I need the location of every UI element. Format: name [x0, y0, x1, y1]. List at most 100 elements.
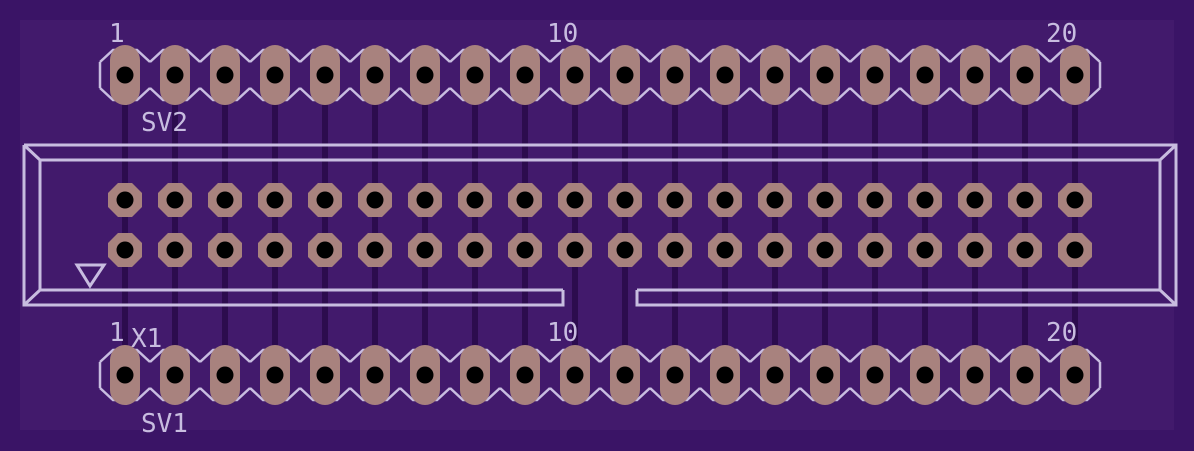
drill-hole: [516, 191, 534, 209]
drill-hole: [866, 366, 884, 384]
drill-hole: [716, 241, 734, 259]
connector-outer-box-left: [22, 145, 565, 307]
drill-hole: [966, 241, 984, 259]
connector-corner-bl: [22, 288, 42, 307]
drill-hole: [666, 66, 684, 84]
drill-hole: [616, 366, 634, 384]
drill-hole: [316, 241, 334, 259]
drill-hole: [816, 366, 834, 384]
drill-hole: [866, 191, 884, 209]
drill-hole: [466, 66, 484, 84]
drill-hole: [716, 366, 734, 384]
drill-hole: [1016, 241, 1034, 259]
pin1-marker-triangle-icon: [74, 263, 107, 289]
drill-hole: [566, 366, 584, 384]
drill-hole: [416, 241, 434, 259]
drill-hole: [1066, 366, 1084, 384]
pins: [98, 45, 1102, 405]
drill-hole: [466, 241, 484, 259]
drill-hole: [816, 191, 834, 209]
drill-hole: [816, 241, 834, 259]
board-fill: [20, 20, 1174, 430]
drill-hole: [716, 191, 734, 209]
drill-hole: [216, 66, 234, 84]
drill-hole: [116, 366, 134, 384]
drill-hole: [266, 191, 284, 209]
drill-hole: [266, 366, 284, 384]
drill-hole: [766, 191, 784, 209]
drill-hole: [116, 66, 134, 84]
drill-hole: [1066, 191, 1084, 209]
drill-hole: [616, 241, 634, 259]
drill-hole: [816, 66, 834, 84]
drill-hole: [216, 366, 234, 384]
drill-hole: [516, 241, 534, 259]
connector-corner-tl: [22, 143, 42, 162]
drill-hole: [166, 366, 184, 384]
drill-hole: [966, 366, 984, 384]
drill-hole: [916, 241, 934, 259]
drill-hole: [166, 191, 184, 209]
sv1-label-10: 10: [547, 318, 578, 348]
connector-outline: [22, 143, 1178, 307]
header-sv2-pads: [98, 45, 1102, 105]
header-sv1-pads: [98, 345, 1102, 405]
drill-hole: [766, 366, 784, 384]
drill-hole: [416, 366, 434, 384]
drill-hole: [666, 366, 684, 384]
connector-row-bottom: [108, 233, 1092, 267]
drill-hole: [366, 241, 384, 259]
drill-hole: [1016, 191, 1034, 209]
drill-hole: [616, 191, 634, 209]
drill-hole: [666, 191, 684, 209]
drill-hole: [416, 66, 434, 84]
drill-hole: [866, 66, 884, 84]
drill-hole: [466, 191, 484, 209]
drill-hole: [116, 191, 134, 209]
drill-hole: [766, 66, 784, 84]
drill-hole: [566, 66, 584, 84]
sv2-label-20: 20: [1046, 19, 1077, 49]
drill-hole: [166, 241, 184, 259]
drill-hole: [366, 66, 384, 84]
drill-hole: [316, 66, 334, 84]
drill-hole: [316, 366, 334, 384]
drill-hole: [666, 241, 684, 259]
drill-hole: [266, 241, 284, 259]
drill-hole: [1016, 66, 1034, 84]
sv1-name: SV1: [141, 409, 188, 439]
sv2-name: SV2: [141, 108, 188, 138]
silk-labels: 1 10 20 SV2 1 X1 10 20 SV1: [109, 19, 1077, 439]
drill-hole: [366, 191, 384, 209]
drill-hole: [716, 66, 734, 84]
sv2-label-1: 1: [109, 19, 125, 49]
drill-hole: [116, 241, 134, 259]
connector-inner-line: [40, 158, 1162, 292]
sv1-label-1: 1: [109, 318, 125, 348]
drill-hole: [216, 191, 234, 209]
drill-hole: [966, 191, 984, 209]
connector-corner-br: [1158, 288, 1178, 307]
drill-hole: [266, 66, 284, 84]
drill-hole: [516, 66, 534, 84]
drill-hole: [166, 66, 184, 84]
drill-hole: [1066, 66, 1084, 84]
drill-hole: [916, 66, 934, 84]
sv1-label-20: 20: [1046, 318, 1077, 348]
drill-hole: [616, 66, 634, 84]
drill-hole: [466, 366, 484, 384]
connector-corner-tr: [1158, 143, 1178, 162]
drill-hole: [866, 241, 884, 259]
drill-hole: [916, 191, 934, 209]
drill-hole: [216, 241, 234, 259]
drill-hole: [966, 66, 984, 84]
drill-hole: [516, 366, 534, 384]
drill-hole: [566, 241, 584, 259]
drill-hole: [316, 191, 334, 209]
x1-label: X1: [131, 324, 162, 354]
drill-hole: [1066, 241, 1084, 259]
drill-hole: [1016, 366, 1034, 384]
drill-hole: [416, 191, 434, 209]
traces: [122, 75, 1078, 375]
